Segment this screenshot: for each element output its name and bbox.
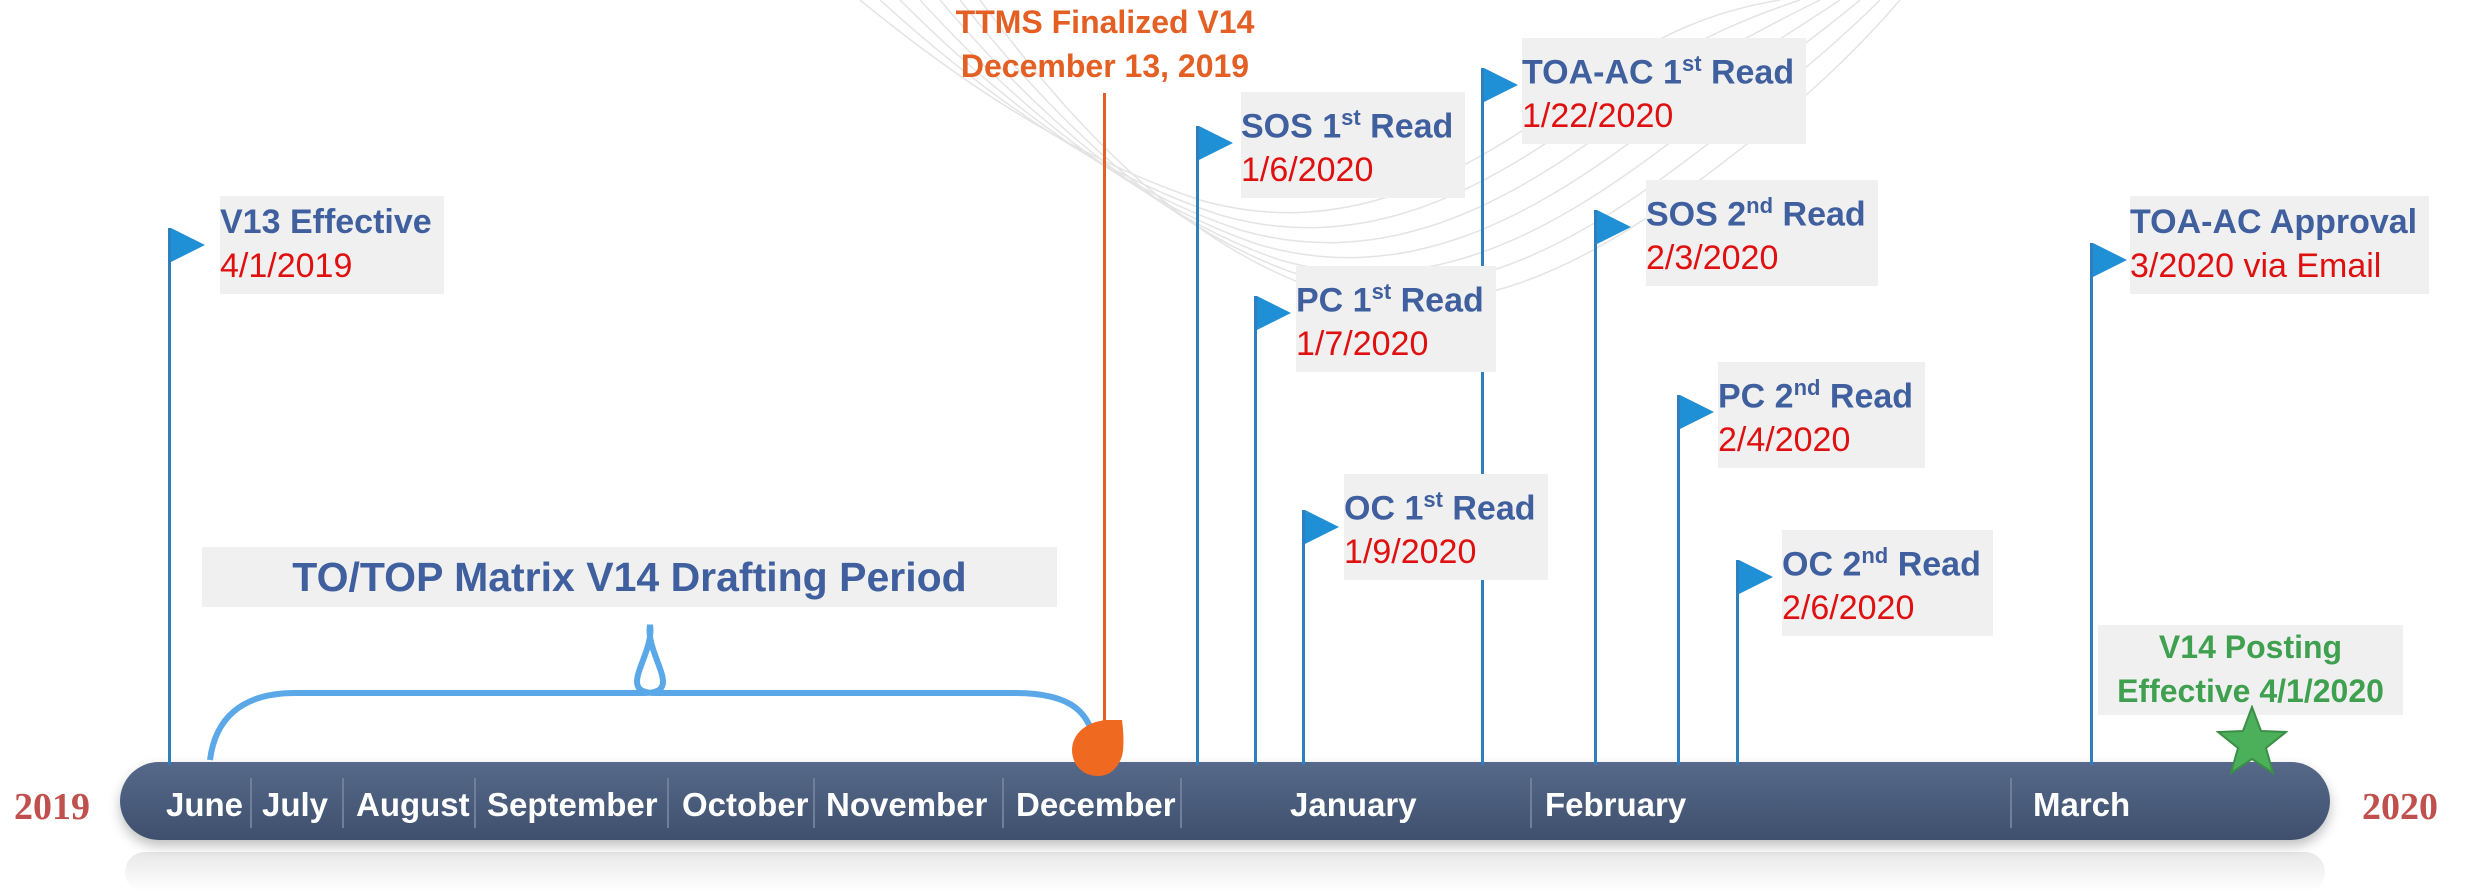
milestone-date: 2/3/2020 <box>1646 239 1779 278</box>
milestone-pole <box>1677 395 1680 765</box>
milestone-toa-ac-approval: TOA-AC Approval 3/2020 via Email <box>2130 196 2430 294</box>
milestone-pole <box>1196 126 1199 765</box>
month-label: February <box>1545 786 1687 823</box>
drafting-period-brace <box>207 624 1098 761</box>
milestone-title: TOA-AC 1st Read <box>1522 51 1795 92</box>
ttms-date: December 13, 2019 <box>960 48 1250 84</box>
milestone-pole <box>1254 296 1257 765</box>
flag-icon <box>2093 243 2127 277</box>
milestone-pc-1st-read: PC 1st Read 1/7/2020 <box>1296 266 1496 373</box>
year-end: 2020 <box>2362 786 2438 828</box>
milestone-title: PC 2nd Read <box>1718 375 1914 416</box>
milestone-oc-1st-read: OC 1st Read 1/9/2020 <box>1344 474 1548 581</box>
drafting-period-label: TO/TOP Matrix V14 Drafting Period <box>202 547 1057 607</box>
milestone-date: 4/1/2019 <box>220 247 353 285</box>
flag-icon <box>1484 68 1518 102</box>
milestone-sos-1st-read: SOS 1st Read 1/6/2020 <box>1241 92 1466 199</box>
milestone-title: OC 1st Read <box>1344 487 1536 528</box>
v14-posting-label: V14 Posting Effective 4/1/2020 <box>2098 625 2403 715</box>
month-label: December <box>1016 786 1176 823</box>
milestone-title: OC 2nd Read <box>1782 543 1981 584</box>
ttms-finalized-label: TTMS Finalized V14 December 13, 2019 <box>940 0 1270 88</box>
month-label: September <box>487 786 658 823</box>
milestone-title: SOS 1st Read <box>1241 105 1454 146</box>
ttms-marker-line <box>1103 93 1106 738</box>
timeline-bar <box>120 762 2330 840</box>
month-divider <box>342 778 344 828</box>
milestone-v13-effective: V13 Effective 4/1/2019 <box>220 196 444 294</box>
milestone-pole <box>1481 68 1484 765</box>
milestone-date: 1/6/2020 <box>1241 151 1374 190</box>
ttms-drop-icon <box>1072 720 1124 776</box>
milestone-date: 2/4/2020 <box>1718 421 1851 460</box>
milestone-date: 1/22/2020 <box>1522 97 1674 136</box>
year-start: 2019 <box>14 786 90 828</box>
milestone-pole <box>2090 243 2093 765</box>
month-label: October <box>682 786 809 823</box>
milestone-title: PC 1st Read <box>1296 279 1484 320</box>
flag-icon <box>1257 296 1291 330</box>
milestone-toa-ac-1st-read: TOA-AC 1st Read 1/22/2020 <box>1522 38 1807 145</box>
milestone-date: 2/6/2020 <box>1782 589 1915 628</box>
milestone-date: 1/7/2020 <box>1296 325 1429 364</box>
flag-icon <box>1199 126 1233 160</box>
month-label: August <box>356 786 470 823</box>
milestone-pole <box>1302 510 1305 765</box>
flag-icon <box>1597 210 1631 244</box>
month-divider <box>667 778 669 828</box>
milestone-title: TOA-AC Approval <box>2130 203 2418 241</box>
month-divider <box>1530 778 1532 828</box>
flag-icon <box>1680 395 1714 429</box>
milestone-pole <box>1594 210 1597 765</box>
v14-posting-line2: Effective 4/1/2020 <box>2117 673 2384 709</box>
milestone-title: SOS 2nd Read <box>1646 193 1866 234</box>
flag-icon <box>1739 560 1773 594</box>
month-divider <box>474 778 476 828</box>
timeline-bar-reflection <box>125 852 2325 892</box>
month-label: June <box>166 786 244 823</box>
month-divider <box>250 778 252 828</box>
milestone-oc-2nd-read: OC 2nd Read 2/6/2020 <box>1782 530 1993 637</box>
ttms-title: TTMS Finalized V14 <box>955 4 1255 40</box>
milestone-pole <box>1736 560 1739 765</box>
month-divider <box>1002 778 1004 828</box>
month-divider <box>813 778 815 828</box>
flag-icon <box>1305 510 1339 544</box>
milestone-title: V13 Effective <box>220 203 432 241</box>
month-label: November <box>826 786 988 823</box>
month-label: July <box>262 786 329 823</box>
milestone-sos-2nd-read: SOS 2nd Read 2/3/2020 <box>1646 180 1878 287</box>
flag-icon <box>171 228 205 262</box>
milestone-date: 1/9/2020 <box>1344 533 1477 572</box>
milestone-pole <box>168 228 171 765</box>
month-label: January <box>1290 786 1417 823</box>
month-label: March <box>2033 786 2131 823</box>
month-divider <box>2010 778 2012 828</box>
milestone-date: 3/2020 via Email <box>2130 247 2382 285</box>
milestone-pc-2nd-read: PC 2nd Read 2/4/2020 <box>1718 362 1926 469</box>
v14-posting-line1: V14 Posting <box>2158 629 2343 665</box>
star-icon <box>2216 705 2288 776</box>
month-divider <box>1180 778 1182 828</box>
